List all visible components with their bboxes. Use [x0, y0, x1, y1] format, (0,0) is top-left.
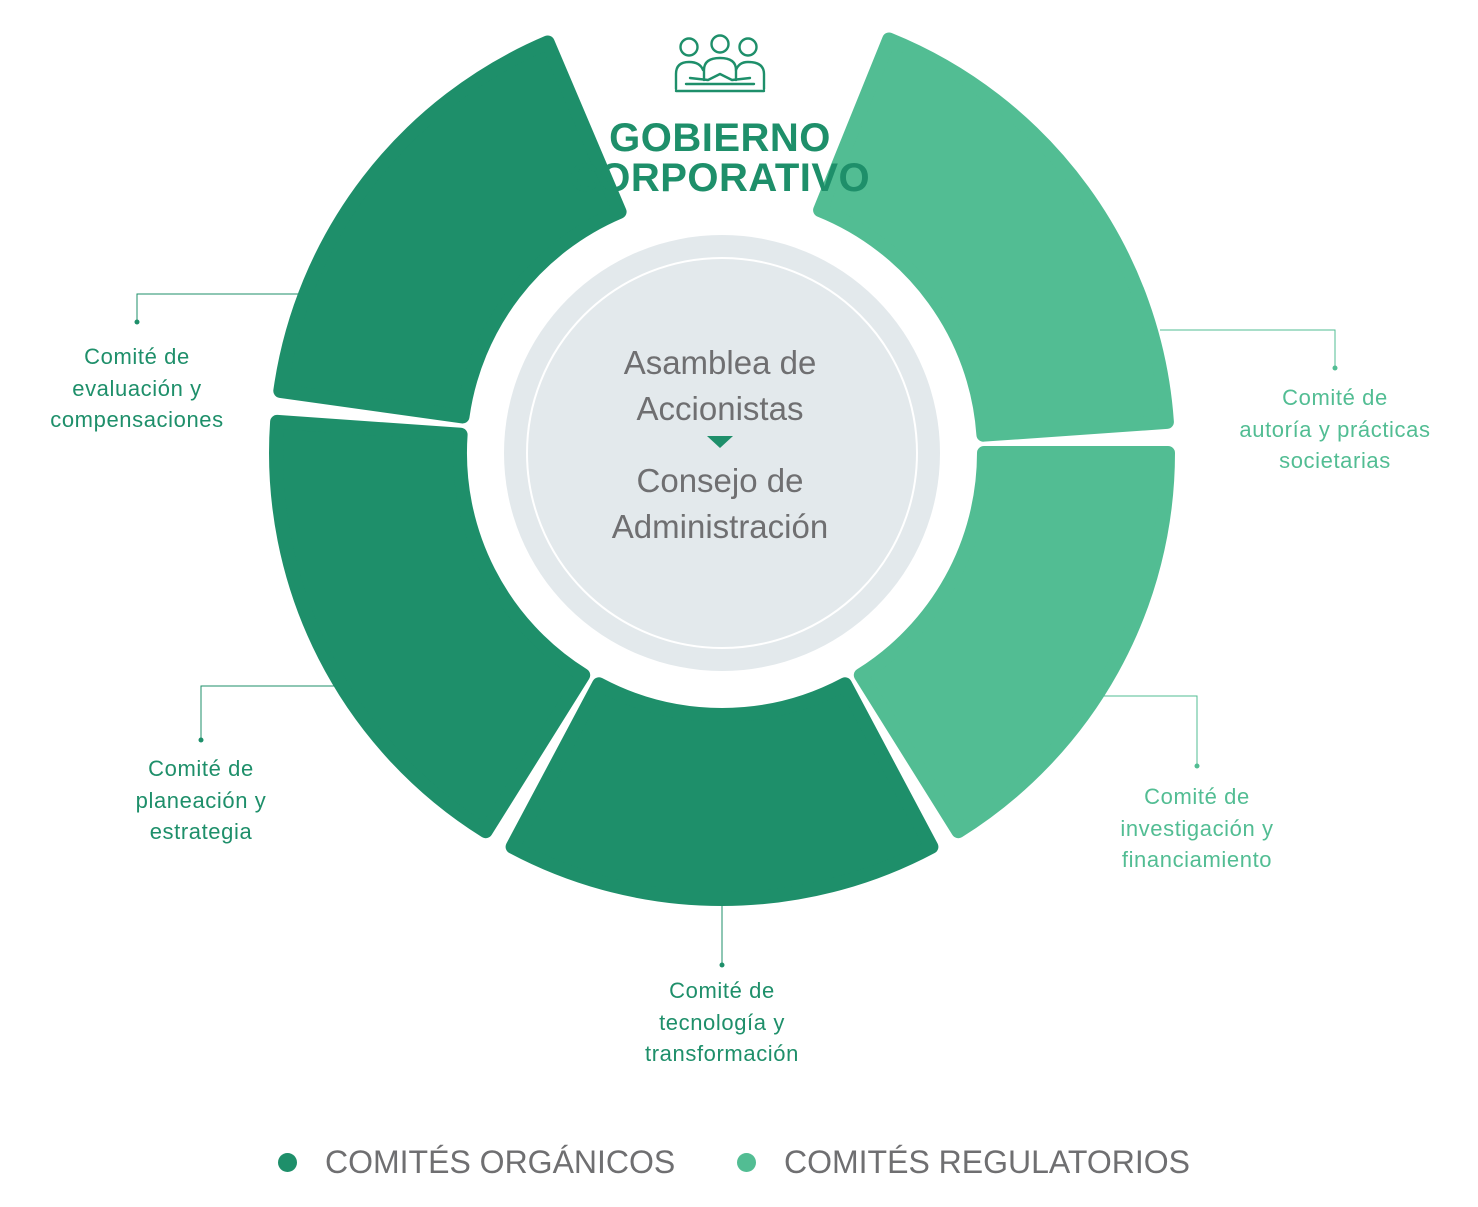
segment-tecnologia-transformacion — [505, 677, 939, 906]
label-line: Comité de — [1282, 385, 1388, 410]
label-evaluacion-compensaciones: Comité de evaluación y compensaciones — [0, 341, 287, 436]
center-circle — [504, 235, 940, 671]
legend-dot-organicos — [278, 1152, 297, 1172]
segment-planeacion-estrategia — [269, 414, 591, 839]
label-line: evaluación y — [72, 375, 202, 401]
label-investigacion-financiamiento: Comité de investigación y financiamiento — [1047, 781, 1347, 876]
label-line: societarias — [1279, 448, 1391, 473]
label-line: planeación y — [135, 787, 267, 813]
leader-line-tecnologia — [719, 905, 725, 968]
label-line: financiamiento — [1121, 847, 1273, 872]
segment-evaluacion-compensaciones — [273, 35, 627, 424]
center-label: Asamblea de Accionistas Consejo de Admin… — [560, 340, 880, 550]
label-line: autoría y prácticas — [1239, 416, 1431, 442]
label-line: compensaciones — [50, 407, 224, 432]
leader-line-planeacion — [198, 685, 336, 743]
leader-line-investigacion — [1100, 695, 1200, 769]
leader-line-autoria — [1160, 329, 1338, 371]
label-autoria-practicas: Comité de autoría y prácticas societaria… — [1185, 382, 1478, 477]
label-line: Comité de — [669, 978, 775, 1003]
center-inner-ring — [526, 257, 918, 649]
label-line: estrategia — [149, 819, 253, 844]
title-line-1: GOBIERNO — [609, 116, 831, 160]
segment-autoria-practicas — [813, 32, 1174, 442]
center-top-line-1: Asamblea de — [623, 344, 817, 381]
legend-label-regulatorios: COMITÉS REGULATORIOS — [784, 1144, 1190, 1180]
label-line: tecnología y — [659, 1009, 785, 1035]
legend-regulatorios: COMITÉS REGULATORIOS — [737, 1140, 1190, 1184]
center-bottom-line-1: Consejo de — [636, 462, 804, 499]
legend-organicos: COMITÉS ORGÁNICOS — [278, 1140, 675, 1184]
page-title: GOBIERNO CORPORATIVO — [470, 118, 970, 198]
title-line-2: CORPORATIVO — [569, 156, 871, 200]
center-bottom-line-2: Administración — [611, 508, 829, 545]
center-top-line-2: Accionistas — [636, 390, 804, 427]
label-line: transformación — [645, 1041, 799, 1066]
label-line: Comité de — [84, 344, 190, 369]
segment-investigacion-financiamiento — [853, 446, 1175, 839]
label-line: Comité de — [1144, 784, 1250, 809]
label-line: investigación y — [1120, 815, 1274, 841]
meeting-people-icon — [674, 34, 766, 93]
label-line: Comité de — [148, 756, 254, 781]
legend-label-organicos: COMITÉS ORGÁNICOS — [325, 1144, 676, 1180]
arrow-down-icon — [707, 436, 733, 448]
label-planeacion-estrategia: Comité de planeación y estrategia — [51, 753, 351, 848]
leader-line-evaluacion — [134, 293, 310, 325]
legend-dot-regulatorios — [737, 1152, 756, 1172]
label-tecnologia-transformacion: Comité de tecnología y transformación — [572, 975, 872, 1070]
